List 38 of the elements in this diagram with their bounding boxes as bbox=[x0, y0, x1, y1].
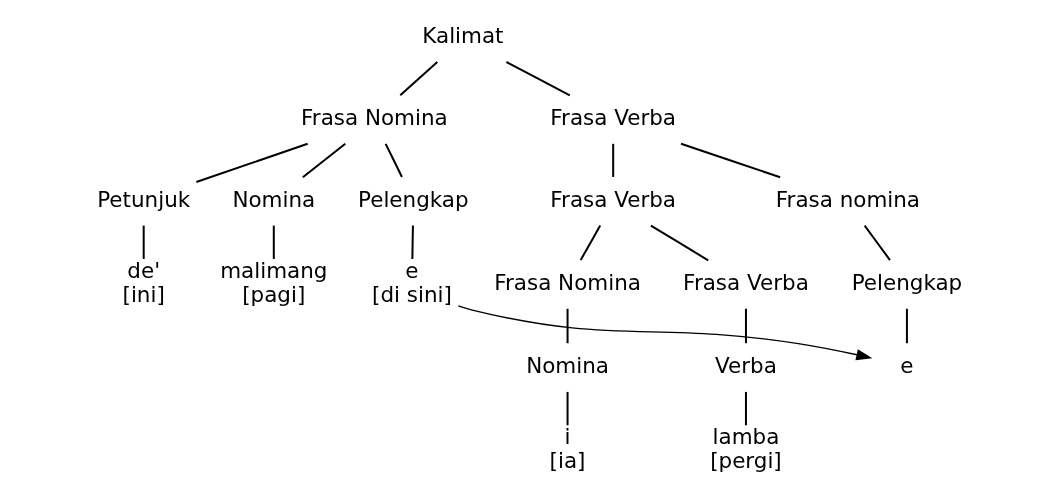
node-text: Frasa Verba bbox=[683, 269, 809, 295]
node-text: lamba [pergi] bbox=[710, 423, 782, 474]
node-text: Pelengkap bbox=[851, 269, 963, 295]
connector bbox=[650, 224, 709, 262]
connector bbox=[142, 225, 145, 259]
connector bbox=[566, 308, 569, 344]
connector bbox=[612, 143, 615, 177]
node-text: Pelengkap bbox=[358, 186, 469, 212]
node-text: e [di sini] bbox=[372, 257, 452, 307]
node-text: malimang [pagi] bbox=[220, 257, 328, 307]
connector bbox=[505, 61, 571, 97]
node-text: i [ia] bbox=[549, 423, 586, 474]
connector bbox=[680, 142, 781, 179]
connector bbox=[905, 308, 908, 344]
node-text: e bbox=[900, 352, 914, 378]
connector bbox=[566, 391, 569, 426]
connector bbox=[399, 61, 438, 96]
connector bbox=[863, 225, 891, 261]
connector bbox=[411, 225, 414, 259]
node-text: Frasa Nomina bbox=[301, 104, 448, 130]
node-text: Frasa Verba bbox=[550, 186, 677, 212]
node-text: Frasa nomina bbox=[775, 186, 921, 212]
connector bbox=[384, 143, 403, 178]
node-text: Nomina bbox=[526, 352, 609, 378]
node-text: de' [ini] bbox=[122, 257, 165, 307]
node-text: Nomina bbox=[232, 186, 316, 212]
node-text: Frasa Verba bbox=[550, 104, 677, 130]
connector bbox=[272, 225, 275, 259]
node-text: Kalimat bbox=[422, 22, 504, 48]
node-text: Frasa Nomina bbox=[494, 269, 641, 295]
connector bbox=[302, 143, 346, 178]
connector bbox=[744, 308, 747, 344]
node-text: Petunjuk bbox=[97, 186, 191, 212]
connector bbox=[579, 225, 602, 261]
connector bbox=[744, 391, 747, 426]
node-text: Verba bbox=[715, 352, 777, 378]
arrow bbox=[457, 305, 873, 361]
connector bbox=[196, 142, 308, 183]
